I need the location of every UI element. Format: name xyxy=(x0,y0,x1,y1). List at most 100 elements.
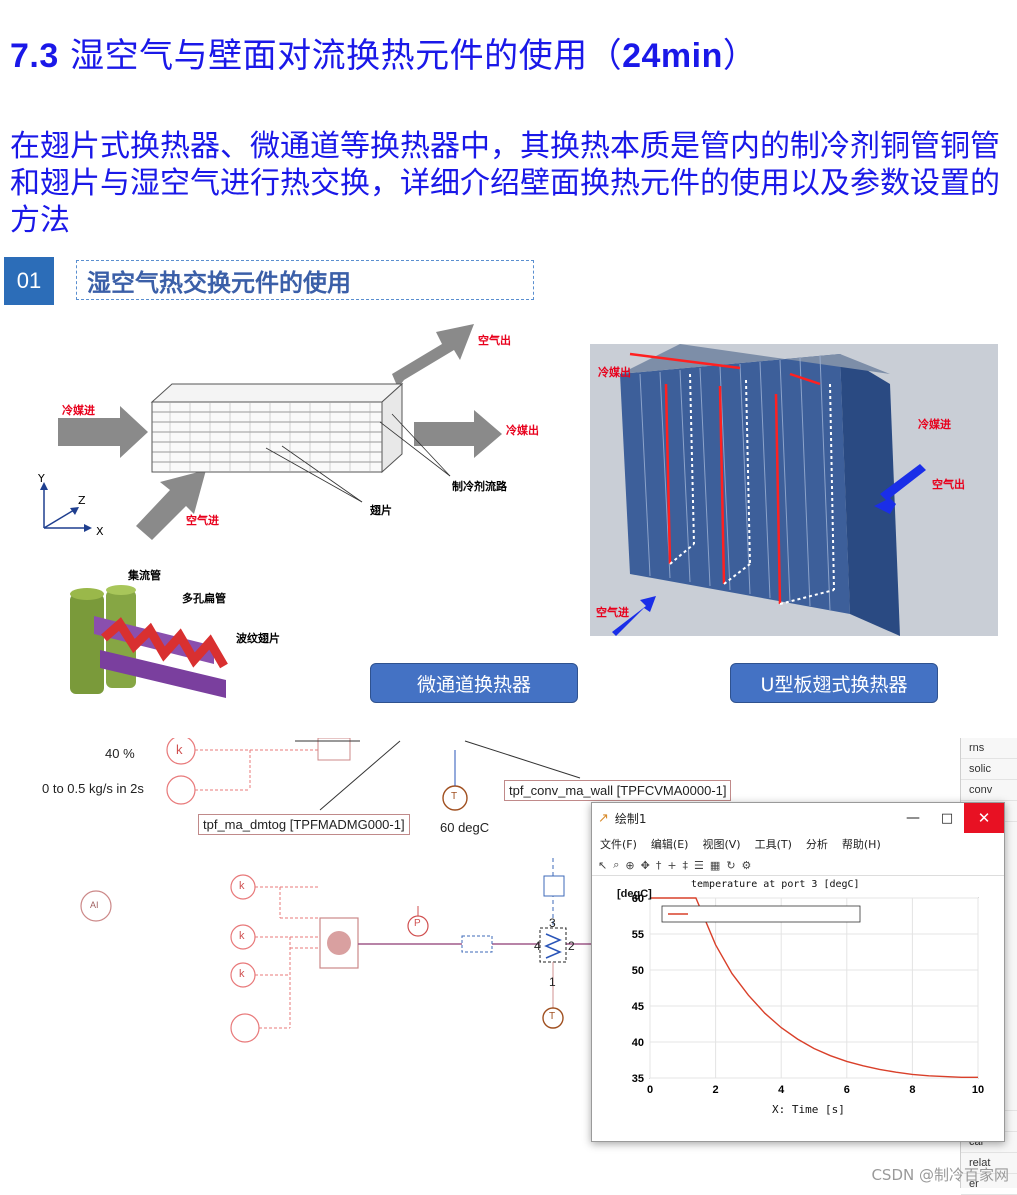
schematic-flow: 0 to 0.5 kg/s in 2s xyxy=(42,781,144,796)
y-tick-label: 60 xyxy=(632,893,644,905)
y-tick-label: 35 xyxy=(632,1073,644,1085)
ai-component[interactable]: AI xyxy=(90,900,99,910)
port-1-label: 1 xyxy=(549,975,556,989)
pressure-sensor[interactable]: P xyxy=(414,918,421,929)
section-number: 01 xyxy=(4,257,54,305)
y-tick-label: 40 xyxy=(632,1037,644,1049)
label-right-refrigerant-out: 冷媒出 xyxy=(598,366,631,379)
plot-area xyxy=(649,897,979,1079)
x-axis-label: X: Time [s] xyxy=(772,1103,845,1116)
label-refrigerant-path: 制冷剂流路 xyxy=(452,480,507,493)
legend-label: temperature at port 3 [degC] xyxy=(691,879,860,890)
maximize-icon[interactable]: □ xyxy=(940,810,954,826)
microchannel-detail xyxy=(70,585,228,698)
menu-tools[interactable]: 工具(T) xyxy=(754,838,792,851)
port-3-label: 3 xyxy=(549,916,556,930)
plot-window-title: 绘制1 xyxy=(614,811,647,826)
axis-y-label: Y xyxy=(38,472,45,485)
close-icon[interactable]: ✕ xyxy=(964,803,1004,833)
schematic-canvas xyxy=(80,738,596,1043)
schematic-dmtog-label[interactable]: tpf_ma_dmtog [TPFMADMG000-1] xyxy=(198,814,410,835)
axis-z-label: Z xyxy=(78,494,86,507)
grid-icon[interactable]: ▦ xyxy=(709,858,721,872)
refrigerant-in-arrow xyxy=(58,406,148,458)
label-right-air-in: 空气进 xyxy=(596,606,629,619)
x-tick-label: 2 xyxy=(713,1084,719,1096)
intro-paragraph: 在翅片式换热器、微通道等换热器中，其换热本质是管内的制冷剂铜管铜管和翅片与湿空气… xyxy=(10,129,1000,238)
y-tick-label: 50 xyxy=(632,965,644,977)
label-header-pipe: 集流管 xyxy=(128,569,161,582)
label-air-in: 空气进 xyxy=(186,514,219,527)
x-tick-label: 8 xyxy=(909,1084,915,1096)
plot-toolbar: ↖ ⌕ ⊕ ✥ † + ‡ ☰ ▦ ↻ ⚙ xyxy=(592,855,1004,876)
u-type-exchanger-image xyxy=(590,344,998,636)
x-tick-label: 10 xyxy=(972,1084,984,1096)
port-4-label: 4 xyxy=(534,939,541,953)
menu-file[interactable]: 文件(F) xyxy=(600,838,637,851)
title-close: ） xyxy=(722,36,758,76)
minimize-icon[interactable]: — xyxy=(906,810,920,826)
x-tick-label: 4 xyxy=(778,1084,785,1096)
temperature-sensor-bottom[interactable]: T xyxy=(549,1011,556,1022)
label-right-refrigerant-in: 冷媒进 xyxy=(918,418,951,431)
schematic-percent: 40 % xyxy=(105,746,135,761)
schematic-conv-label[interactable]: tpf_conv_ma_wall [TPFCVMA0000-1] xyxy=(504,780,732,801)
zoom-in-icon[interactable]: ⊕ xyxy=(625,858,635,872)
air-out-arrow xyxy=(392,324,474,388)
side-item[interactable]: conv xyxy=(961,780,1017,801)
schematic-temperature: 60 degC xyxy=(440,820,490,835)
settings-icon[interactable]: ⚙ xyxy=(741,858,752,872)
menu-analysis[interactable]: 分析 xyxy=(805,838,828,851)
dual-cursor-icon[interactable]: ‡ xyxy=(682,858,689,872)
zoom-icon[interactable]: ⌕ xyxy=(613,858,620,871)
title-duration: 24min xyxy=(622,37,723,75)
menu-help[interactable]: 帮助(H) xyxy=(841,838,881,851)
legend-icon[interactable]: ☰ xyxy=(694,858,704,872)
crosshair-icon[interactable]: + xyxy=(667,858,677,872)
k-source-1[interactable]: k xyxy=(176,742,183,757)
title-number: 7.3 xyxy=(10,37,59,75)
label-refrigerant-out: 冷媒出 xyxy=(506,424,539,437)
refresh-icon[interactable]: ↻ xyxy=(726,858,736,872)
watermark: CSDN @制冷百家网 xyxy=(871,1166,1009,1184)
heat-exchanger-diagram xyxy=(40,324,502,540)
k-source-4[interactable]: k xyxy=(239,968,245,980)
series-line-temperature xyxy=(650,897,978,1078)
plot-menu-bar: 文件(F) 编辑(E) 视图(V) 工具(T) 分析 帮助(H) xyxy=(592,833,1004,855)
port-2-label: 2 xyxy=(568,939,575,953)
temperature-source-top[interactable]: T xyxy=(451,791,458,802)
microchannel-button[interactable]: 微通道换热器 xyxy=(370,663,578,703)
label-refrigerant-in: 冷媒进 xyxy=(62,404,95,417)
title-text: 湿空气与壁面对流换热元件的使用（ xyxy=(70,36,623,76)
air-in-arrow xyxy=(136,470,206,540)
x-tick-label: 6 xyxy=(844,1084,850,1096)
k-source-3[interactable]: k xyxy=(239,930,245,942)
plot-window[interactable]: ↗ 绘制1 — □ ✕ 文件(F) 编辑(E) 视图(V) 工具(T) 分析 帮… xyxy=(591,802,1005,1142)
menu-view[interactable]: 视图(V) xyxy=(702,838,741,851)
label-fin: 翅片 xyxy=(370,504,392,517)
side-item[interactable]: rns xyxy=(961,738,1017,759)
select-icon[interactable]: ↖ xyxy=(598,858,608,872)
menu-edit[interactable]: 编辑(E) xyxy=(650,838,689,851)
y-tick-label: 55 xyxy=(632,929,644,941)
k-source-2[interactable]: k xyxy=(239,880,245,892)
label-right-air-out: 空气出 xyxy=(932,478,965,491)
pan-icon[interactable]: ✥ xyxy=(640,858,650,872)
marker-icon[interactable]: † xyxy=(655,858,662,872)
label-air-out: 空气出 xyxy=(478,334,511,347)
legend-box xyxy=(661,905,861,923)
section-label: 湿空气热交换元件的使用 xyxy=(76,260,534,300)
u-plate-button[interactable]: U型板翅式换热器 xyxy=(730,663,938,703)
label-flat-tube: 多孔扁管 xyxy=(182,592,226,605)
page-title: 7.3 湿空气与壁面对流换热元件的使用（24min） xyxy=(10,28,757,77)
side-item[interactable]: relat xyxy=(961,1153,1017,1174)
axis-x-label: X xyxy=(96,525,104,538)
refrigerant-out-arrow xyxy=(414,410,502,458)
chart-app-icon: ↗ xyxy=(598,810,609,826)
plot-window-titlebar[interactable]: ↗ 绘制1 — □ ✕ xyxy=(592,803,1004,833)
x-tick-label: 0 xyxy=(647,1084,653,1096)
side-item[interactable]: solic xyxy=(961,759,1017,780)
y-axis-unit: [degC] xyxy=(617,888,652,900)
label-corrugated-fin: 波纹翅片 xyxy=(236,632,280,645)
